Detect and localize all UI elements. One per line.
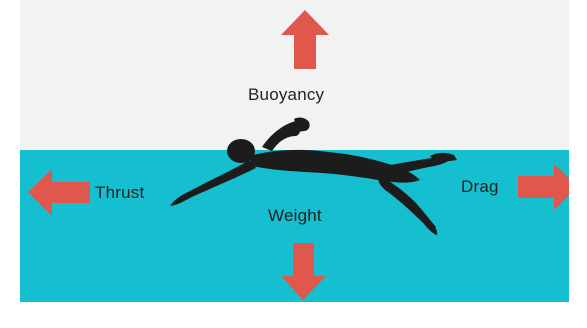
buoyancy-label: Buoyancy: [248, 86, 324, 103]
weight-arrow: [281, 243, 326, 300]
drag-label: Drag: [461, 178, 499, 195]
left-margin: [0, 0, 20, 328]
thrust-arrow: [28, 169, 90, 216]
buoyancy-arrow: [281, 10, 329, 69]
thrust-label: Thrust: [95, 184, 144, 201]
weight-label: Weight: [268, 207, 322, 224]
right-margin: [569, 0, 587, 328]
bottom-margin: [0, 302, 587, 328]
